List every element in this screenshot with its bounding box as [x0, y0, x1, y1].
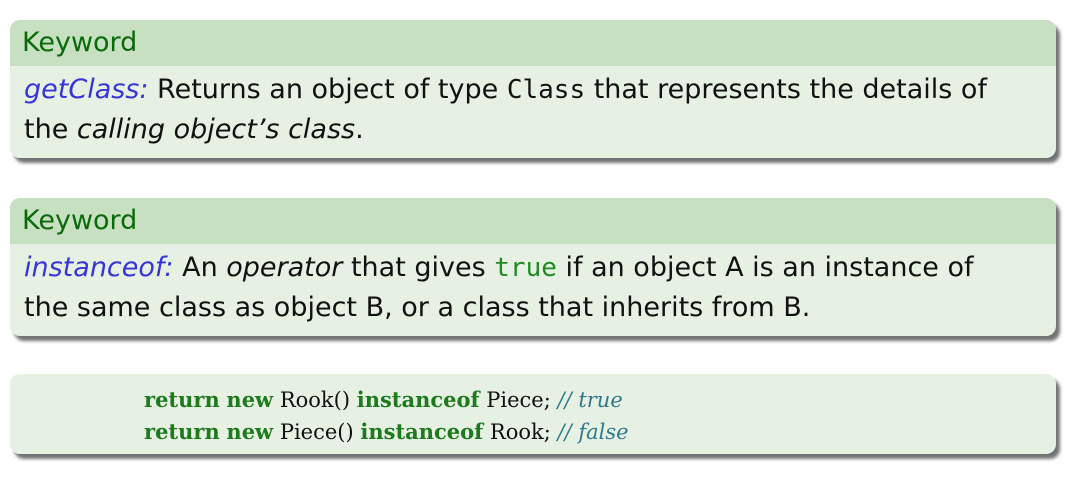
- definition-text: if an object A is an instance of: [556, 252, 974, 283]
- definition-text: .: [355, 114, 364, 145]
- keyword-return: return: [144, 419, 220, 444]
- definition-text: Returns an object of type: [148, 74, 507, 105]
- keyword-instanceof: instanceof: [356, 387, 480, 412]
- block-body: getClass: Returns an object of type Clas…: [10, 66, 1056, 158]
- type-name: Rook;: [489, 420, 551, 444]
- keyword-term: getClass:: [24, 74, 149, 105]
- definition-text: the same class as object B, or a class t…: [24, 292, 811, 323]
- italic-operator: operator: [226, 252, 343, 283]
- constructor-call: Piece(): [279, 420, 354, 444]
- block-body: instanceof: An operator that gives true …: [10, 244, 1056, 336]
- code-listing: return new Rook() instanceof Piece; // t…: [144, 384, 629, 448]
- block-title: Keyword: [10, 20, 1056, 66]
- type-name: Piece;: [486, 388, 551, 412]
- code-comment: // false: [557, 420, 629, 444]
- definition-text: that represents the details of: [585, 74, 987, 105]
- inline-code-true: true: [494, 253, 557, 283]
- keyword-term: instanceof:: [24, 252, 174, 283]
- code-line: return new Rook() instanceof Piece; // t…: [144, 387, 623, 412]
- definition-text: the: [24, 114, 77, 145]
- code-line: return new Piece() instanceof Rook; // f…: [144, 419, 629, 444]
- constructor-call: Rook(): [279, 388, 351, 412]
- definition-text: that gives: [342, 252, 495, 283]
- definition-text: An: [173, 252, 227, 283]
- keyword-instanceof: instanceof: [360, 419, 484, 444]
- keyword-new: new: [226, 387, 274, 412]
- code-example-block: return new Rook() instanceof Piece; // t…: [10, 374, 1056, 454]
- code-comment: // true: [557, 388, 623, 412]
- italic-phrase: calling object’s class: [76, 114, 356, 145]
- instanceof-keyword-block: Keyword instanceof: An operator that giv…: [10, 198, 1056, 336]
- getclass-keyword-block: Keyword getClass: Returns an object of t…: [10, 20, 1056, 158]
- inline-code-class: Class: [506, 75, 586, 105]
- keyword-return: return: [144, 387, 220, 412]
- keyword-new: new: [226, 419, 274, 444]
- block-title: Keyword: [10, 198, 1056, 244]
